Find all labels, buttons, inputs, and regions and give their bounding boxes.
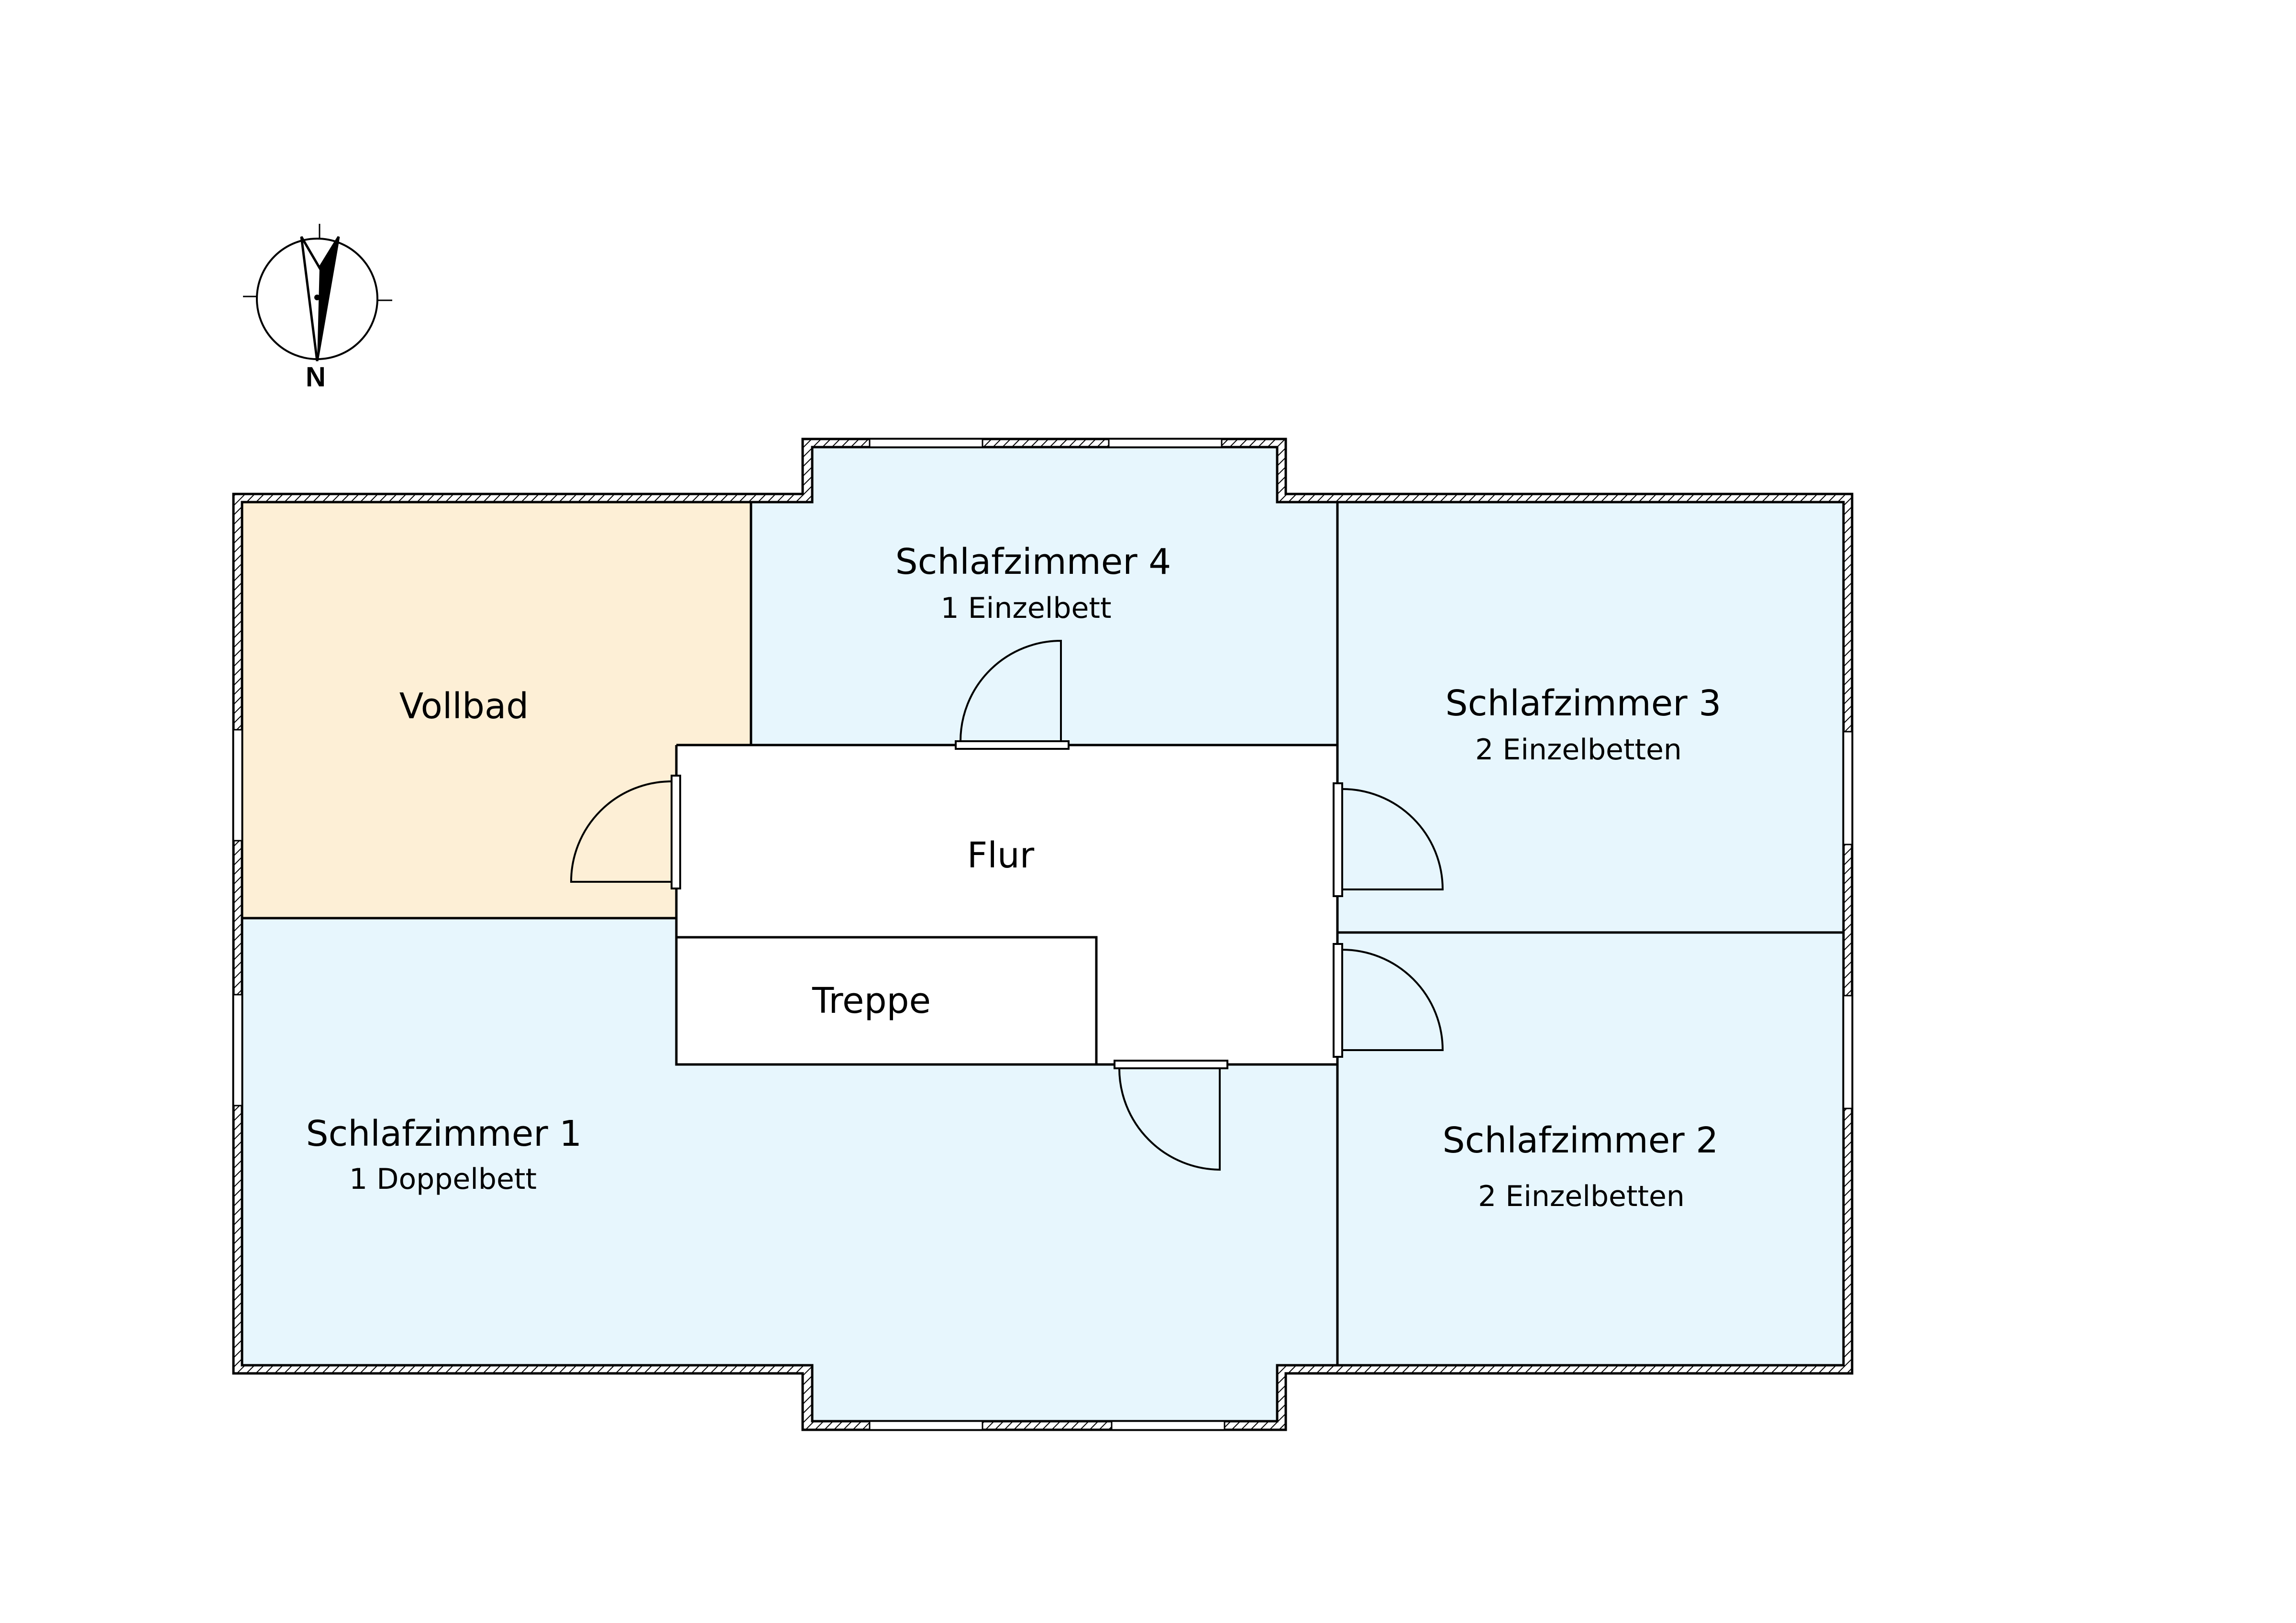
window: [232, 729, 243, 842]
doors: [570, 639, 1444, 1171]
label-schlafzimmer3: Schlafzimmer 3: [1446, 683, 1722, 724]
room-schlafzimmer2: [1337, 932, 1843, 1365]
sub-schlafzimmer4: 1 Einzelbett: [941, 592, 1112, 625]
compass: N: [243, 224, 392, 393]
compass-north-label: N: [306, 362, 326, 393]
door-frame-sz4: [955, 740, 1070, 750]
window: [869, 438, 983, 448]
window: [1843, 731, 1853, 845]
door-frame-sz3: [1333, 782, 1343, 897]
interior-walls: [242, 502, 1843, 1365]
label-schlafzimmer1: Schlafzimmer 1: [306, 1113, 582, 1154]
room-schlafzimmer4: [751, 447, 1337, 745]
label-schlafzimmer2: Schlafzimmer 2: [1443, 1120, 1719, 1161]
sub-schlafzimmer3: 2 Einzelbetten: [1475, 733, 1682, 767]
outer-wall-outline-inner: [241, 446, 1845, 1423]
sub-schlafzimmer1: 1 Doppelbett: [349, 1162, 537, 1196]
room-schlafzimmer1: [242, 918, 1337, 1421]
stair-outline: [675, 936, 1098, 1066]
door-sz3: [1342, 788, 1444, 890]
compass-center-dot: [314, 295, 320, 300]
sub-schlafzimmer2: 2 Einzelbetten: [1478, 1180, 1685, 1213]
window: [1108, 438, 1223, 448]
window: [1111, 1420, 1225, 1431]
room-treppe: [676, 937, 1096, 1064]
label-vollbad: Vollbad: [399, 686, 529, 727]
room-schlafzimmer3: [1337, 502, 1843, 932]
compass-needle-fill: [317, 237, 339, 361]
door-frame-sz1: [1114, 1060, 1228, 1069]
door-bath: [570, 780, 672, 883]
window: [869, 1420, 983, 1431]
window: [232, 994, 243, 1107]
door-sz4: [960, 639, 1062, 742]
door-frame-bath: [671, 775, 681, 889]
label-flur: Flur: [967, 835, 1035, 876]
room-vollbad: [242, 502, 751, 918]
room-flur: [676, 745, 1337, 1064]
door-frame-sz2: [1333, 943, 1343, 1058]
door-sz1: [1118, 1068, 1221, 1171]
door-sz2: [1342, 949, 1444, 1051]
outer-wall-outline-outer: [232, 438, 1854, 1431]
label-treppe: Treppe: [812, 980, 931, 1021]
label-schlafzimmer4: Schlafzimmer 4: [895, 541, 1171, 582]
windows: [232, 438, 1853, 1431]
window: [1843, 995, 1853, 1109]
